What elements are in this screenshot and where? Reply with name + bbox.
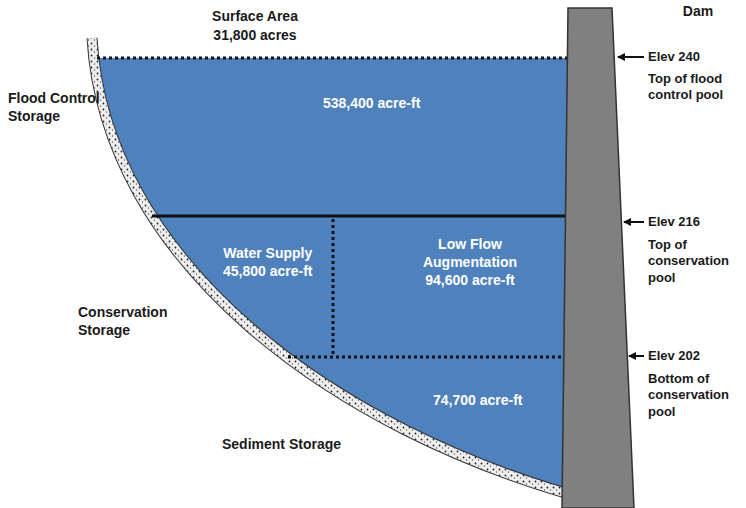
conservation-bottom-line bbox=[288, 356, 576, 359]
conservation-top-line bbox=[152, 215, 576, 218]
flood-control-pool: 538,400 acre-ft bbox=[323, 94, 420, 112]
storage-label: Flood Control Storage bbox=[8, 90, 110, 125]
bank-edge bbox=[92, 38, 590, 500]
surface-area-value: 31,800 acres bbox=[175, 27, 335, 45]
storage-volume: 94,600 acre-ft bbox=[400, 271, 540, 289]
storage-label: Sediment Storage bbox=[222, 436, 372, 454]
reservoir-water bbox=[88, 58, 600, 508]
dam-label: Dam bbox=[668, 3, 728, 21]
region-heading: Water Supply bbox=[223, 244, 313, 262]
storage-volume: 74,700 acre-ft bbox=[433, 391, 523, 409]
surface-area-label: Surface Area bbox=[175, 8, 335, 26]
storage-divider bbox=[332, 219, 335, 355]
storage-volume: 45,800 acre-ft bbox=[223, 262, 313, 280]
pool-description: Top of flood control pool bbox=[648, 71, 743, 104]
flood-pool-line bbox=[97, 57, 576, 60]
sediment-pool: 74,700 acre-ft bbox=[433, 391, 523, 409]
elevation-arrow bbox=[624, 221, 644, 223]
region-heading: Low Flow Augmentation bbox=[400, 235, 540, 271]
dam-body bbox=[562, 8, 634, 508]
pool-description: Bottom of conservation pool bbox=[648, 371, 743, 420]
elevation-label: Elev 216 bbox=[648, 214, 743, 230]
elevation-arrow bbox=[629, 355, 644, 357]
low-flow-pool: Low Flow Augmentation94,600 acre-ft bbox=[400, 235, 540, 290]
bank-texture bbox=[92, 38, 590, 500]
elevation-label: Elev 202 bbox=[648, 348, 743, 364]
storage-label: Conservation Storage bbox=[78, 304, 190, 339]
storage-volume: 538,400 acre-ft bbox=[323, 94, 420, 112]
water-supply-pool: Water Supply45,800 acre-ft bbox=[223, 244, 313, 280]
elevation-label: Elev 240 bbox=[648, 49, 743, 65]
pool-description: Top of conservation pool bbox=[648, 237, 743, 286]
elevation-arrow bbox=[618, 56, 644, 58]
